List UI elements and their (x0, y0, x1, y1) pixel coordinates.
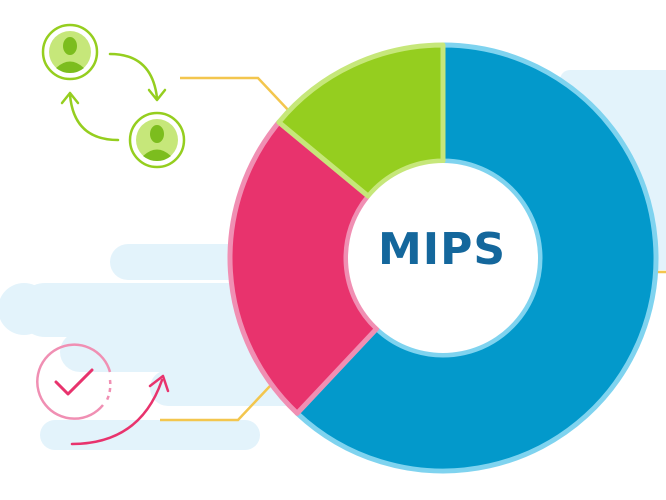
user-exchange-icon-group (41, 23, 186, 169)
donut-slice-2 (227, 119, 380, 416)
chart-center-label: MIPS (377, 224, 507, 275)
connector-top (180, 76, 291, 113)
exchange-arrows-icon (60, 52, 167, 142)
user-avatar-icon (128, 111, 186, 169)
checkmark-circle-icon (36, 343, 112, 420)
donut-chart (227, 42, 659, 474)
donut-slice-3 (276, 42, 446, 199)
donut-hole (348, 163, 538, 353)
donut-slice-1 (294, 42, 659, 474)
check-progress-icon-group (36, 343, 170, 446)
connector-bottom (160, 385, 271, 422)
user-avatar-icon (41, 23, 99, 81)
curved-arrow-icon (70, 374, 170, 446)
